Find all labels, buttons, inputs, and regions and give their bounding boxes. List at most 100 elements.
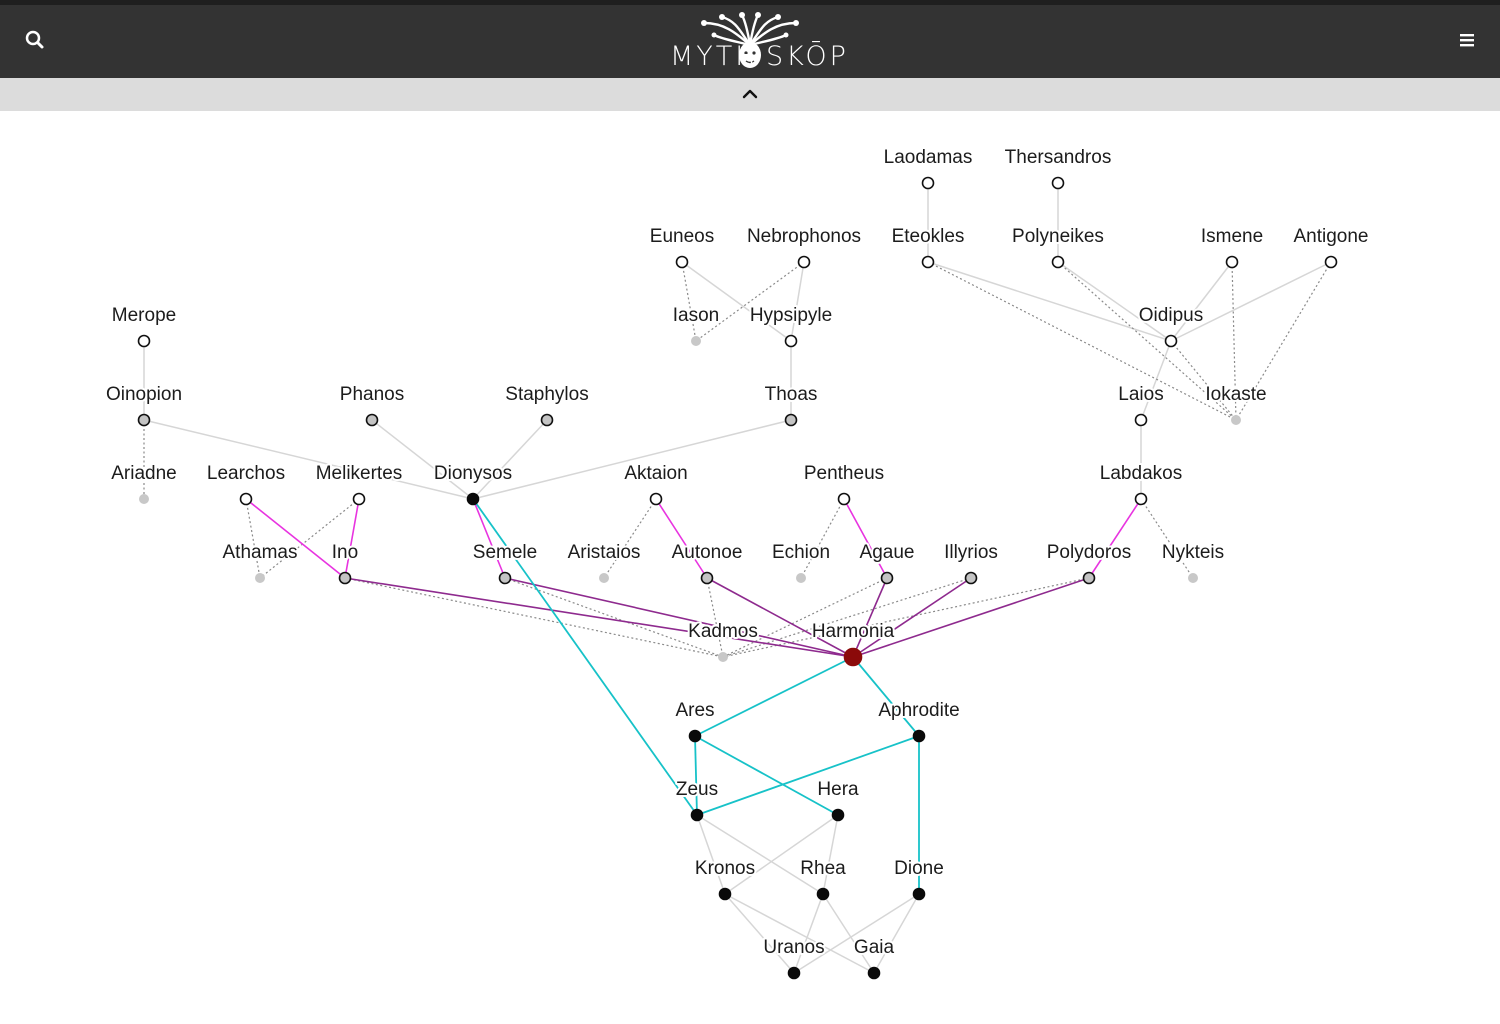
node-dot[interactable] — [1082, 571, 1096, 585]
node-melikertes[interactable]: Melikertes — [314, 461, 404, 506]
node-dot[interactable] — [784, 334, 798, 348]
node-dot[interactable] — [1231, 415, 1241, 425]
node-dionysos[interactable]: Dionysos — [432, 461, 514, 506]
node-label: Illyrios — [944, 542, 998, 563]
node-dot[interactable] — [690, 808, 704, 822]
node-laodamas[interactable]: Laodamas — [882, 145, 974, 190]
node-semele[interactable]: Semele — [471, 540, 539, 585]
node-dot[interactable] — [137, 334, 151, 348]
node-dot[interactable] — [796, 573, 806, 583]
node-hypsipyle[interactable]: Hypsipyle — [748, 303, 834, 348]
node-dot[interactable] — [797, 255, 811, 269]
node-oinopion[interactable]: Oinopion — [104, 382, 184, 427]
node-dot[interactable] — [365, 413, 379, 427]
node-laios[interactable]: Laios — [1116, 382, 1166, 427]
node-echion[interactable]: Echion — [770, 540, 832, 583]
node-iason[interactable]: Iason — [671, 303, 721, 346]
node-dot[interactable] — [239, 492, 253, 506]
node-dot[interactable] — [921, 176, 935, 190]
node-labdakos[interactable]: Labdakos — [1098, 461, 1184, 506]
node-euneos[interactable]: Euneos — [648, 224, 716, 269]
node-dot[interactable] — [718, 887, 732, 901]
node-eteokles[interactable]: Eteokles — [890, 224, 966, 269]
node-dot[interactable] — [964, 571, 978, 585]
node-dot[interactable] — [599, 573, 609, 583]
mythoskop-logo[interactable]: MYTH SKŌP — [660, 11, 846, 75]
node-dot[interactable] — [540, 413, 554, 427]
node-dot[interactable] — [466, 492, 480, 506]
node-thoas[interactable]: Thoas — [763, 382, 819, 427]
node-dot[interactable] — [1051, 176, 1065, 190]
node-pentheus[interactable]: Pentheus — [802, 461, 886, 506]
search-icon[interactable] — [22, 27, 52, 57]
node-merope[interactable]: Merope — [110, 303, 178, 348]
node-dot[interactable] — [1051, 255, 1065, 269]
node-learchos[interactable]: Learchos — [205, 461, 287, 506]
node-dione[interactable]: Dione — [892, 856, 946, 901]
node-kadmos[interactable]: Kadmos — [686, 619, 760, 662]
node-dot[interactable] — [784, 413, 798, 427]
node-dot[interactable] — [688, 729, 702, 743]
node-dot[interactable] — [843, 647, 863, 667]
node-aristaios[interactable]: Aristaios — [566, 540, 642, 583]
node-dot[interactable] — [649, 492, 663, 506]
node-dot[interactable] — [137, 413, 151, 427]
node-ismene[interactable]: Ismene — [1199, 224, 1265, 269]
node-dot[interactable] — [816, 887, 830, 901]
node-dot[interactable] — [867, 966, 881, 980]
node-dot[interactable] — [1324, 255, 1338, 269]
collapse-panel-bar[interactable] — [0, 78, 1500, 111]
node-dot[interactable] — [787, 966, 801, 980]
node-athamas[interactable]: Athamas — [221, 540, 299, 583]
node-aphrodite[interactable]: Aphrodite — [876, 698, 962, 743]
node-dot[interactable] — [1134, 413, 1148, 427]
node-dot[interactable] — [1134, 492, 1148, 506]
node-hera[interactable]: Hera — [815, 777, 861, 822]
node-gaia[interactable]: Gaia — [852, 935, 896, 980]
node-dot[interactable] — [921, 255, 935, 269]
node-harmonia[interactable]: Harmonia — [810, 619, 897, 667]
node-dot[interactable] — [675, 255, 689, 269]
node-polydoros[interactable]: Polydoros — [1045, 540, 1133, 585]
node-nykteis[interactable]: Nykteis — [1160, 540, 1226, 583]
node-ariadne[interactable]: Ariadne — [109, 461, 179, 504]
node-dot[interactable] — [718, 652, 728, 662]
node-dot[interactable] — [255, 573, 265, 583]
node-label: Iason — [673, 305, 719, 326]
node-dot[interactable] — [837, 492, 851, 506]
node-dot[interactable] — [139, 494, 149, 504]
node-iokaste[interactable]: Iokaste — [1203, 382, 1269, 425]
node-dot[interactable] — [1225, 255, 1239, 269]
node-dot[interactable] — [700, 571, 714, 585]
node-dot[interactable] — [880, 571, 894, 585]
node-illyrios[interactable]: Illyrios — [942, 540, 1000, 585]
node-nebrophonos[interactable]: Nebrophonos — [745, 224, 863, 269]
node-dot[interactable] — [338, 571, 352, 585]
node-agaue[interactable]: Agaue — [858, 540, 916, 585]
node-dot[interactable] — [912, 729, 926, 743]
node-dot[interactable] — [1188, 573, 1198, 583]
node-thersandros[interactable]: Thersandros — [1003, 145, 1113, 190]
node-dot[interactable] — [352, 492, 366, 506]
node-dot[interactable] — [1164, 334, 1178, 348]
node-dot[interactable] — [691, 336, 701, 346]
node-antigone[interactable]: Antigone — [1291, 224, 1371, 269]
node-dot[interactable] — [831, 808, 845, 822]
node-ares[interactable]: Ares — [673, 698, 717, 743]
node-ino[interactable]: Ino — [330, 540, 360, 585]
node-kronos[interactable]: Kronos — [693, 856, 757, 901]
node-phanos[interactable]: Phanos — [338, 382, 406, 427]
node-zeus[interactable]: Zeus — [674, 777, 720, 822]
node-staphylos[interactable]: Staphylos — [503, 382, 591, 427]
hamburger-menu-icon[interactable] — [1454, 27, 1484, 57]
node-dot[interactable] — [912, 887, 926, 901]
edge-thoas-dionysos — [472, 419, 792, 500]
node-aktaion[interactable]: Aktaion — [622, 461, 690, 506]
node-uranos[interactable]: Uranos — [761, 935, 827, 980]
edge-hera-rhea — [822, 814, 839, 895]
node-dot[interactable] — [498, 571, 512, 585]
node-oidipus[interactable]: Oidipus — [1137, 303, 1205, 348]
node-rhea[interactable]: Rhea — [798, 856, 848, 901]
node-polyneikes[interactable]: Polyneikes — [1010, 224, 1106, 269]
node-autonoe[interactable]: Autonoe — [670, 540, 744, 585]
